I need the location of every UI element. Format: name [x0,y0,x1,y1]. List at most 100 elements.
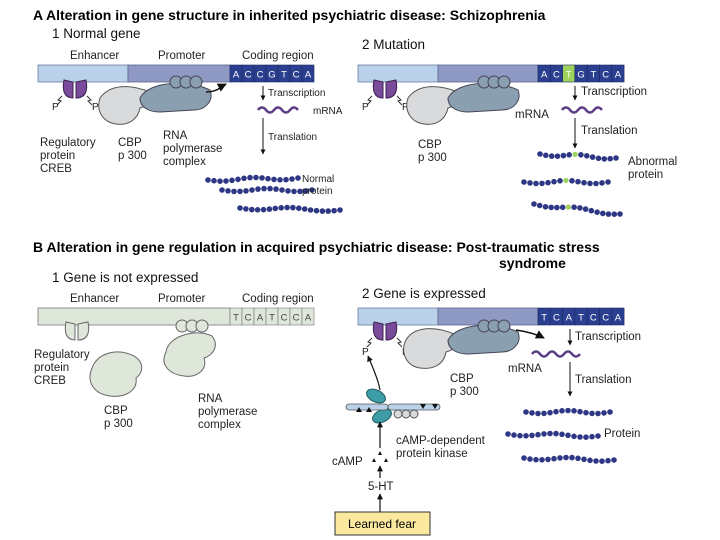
amino-acid-bead [583,409,589,416]
cbp-protein [406,86,461,125]
normal-protein-label-line2: protein [302,186,333,197]
amino-acid-bead [517,432,523,439]
mrna-label: mRNA [313,106,343,117]
amino-acid-bead [237,188,243,195]
base-letter: C [553,70,560,81]
translation-label: Translation [575,374,631,386]
cbp-protein [403,328,458,369]
amino-acid-bead [571,204,577,210]
amino-acid-bead [582,206,589,212]
base-letter: A [541,70,548,81]
amino-acid-bead [577,434,583,440]
rna-pol-label-line3: complex [163,156,206,168]
amino-acid-bead [255,186,261,192]
amino-acid-bead [601,410,607,416]
amino-acid-bead [527,180,533,186]
mutated-amino-acid [565,204,572,210]
amino-acid-bead [560,152,567,159]
creb-protein [64,321,90,341]
amino-acid-bead [611,457,617,463]
amino-acid-bead [295,175,301,181]
normal-protein-chains [205,174,343,214]
base-letter: C [602,313,609,324]
creb-label-line2: protein [40,150,75,162]
amino-acid-bead [535,431,541,438]
amino-acid-bead [542,204,549,210]
amino-acid-bead [272,205,279,212]
camp-molecules [372,451,388,462]
amino-acid-bead [253,174,259,181]
amino-acid-bead [545,456,551,463]
amino-acid-bead [297,188,303,195]
amino-acid-bead [584,153,590,159]
phosphate-label: P [362,102,369,113]
enhancer-segment [357,307,439,326]
base-letter: T [578,313,584,324]
mutated-amino-acid [563,177,569,184]
amino-acid-bead [563,454,569,461]
amino-acid-bead [541,410,547,417]
mutated-amino-acid [572,151,578,157]
learned-fear-box [334,511,431,536]
rna-pol-label-line1: RNA [163,130,188,142]
promoter-label: Promoter [158,293,205,305]
abnormal-protein-chains [521,151,623,217]
amino-acid-bead [548,204,554,211]
amino-acid-bead [541,431,547,437]
amino-acid-bead [267,185,273,192]
amino-acid-bead [505,431,511,437]
mrna-label: mRNA [508,363,542,375]
panel-b-title-line2: syndrome [499,255,566,271]
amino-acid-bead [565,432,571,439]
amino-acid-bead [537,151,543,157]
base-letter: A [257,313,264,324]
amino-acid-bead [225,188,231,194]
protein-chains [505,407,617,465]
amino-acid-bead [319,208,326,214]
amino-acid-bead [309,187,315,193]
phosphate-label: P [52,102,59,113]
base-letter: C [293,313,300,324]
creb-label-line3: CREB [34,375,66,387]
amino-acid-bead [607,155,613,162]
amino-acid-bead [605,179,611,185]
rna-pol-label-line3: complex [198,419,241,431]
amino-acid-bead [559,431,565,438]
creb-protein: P P [362,321,409,358]
cbp-label-line1: CBP [118,137,142,149]
amino-acid-bead [605,457,611,464]
amino-acid-bead [595,155,602,162]
amino-acid-bead [527,456,533,462]
not-expressed-panel: 1 Gene is not expressed Enhancer Promote… [34,270,315,431]
phosphate-label: P [402,102,409,113]
base-letter: A [305,313,312,324]
amino-acid-bead [607,409,613,415]
amino-acid-bead [565,407,571,414]
amino-acid-bead [235,176,241,183]
amino-acid-bead [577,205,583,211]
mutated-base-letter: T [566,70,572,81]
coding-region-label: Coding region [242,50,314,62]
rna-polymerase-complex [163,319,216,377]
amino-acid-bead [285,188,291,194]
amino-acid-bead [553,408,559,415]
amino-acid-bead [581,179,587,186]
amino-acid-bead [553,430,559,437]
amino-acid-bead [511,432,517,438]
amino-acid-bead [291,188,297,195]
amino-acid-bead [551,455,557,462]
cbp-protein [98,86,153,125]
amino-acid-bead [577,408,583,415]
amino-acid-bead [325,208,332,214]
amino-acid-bead [559,204,566,211]
base-box [301,64,315,83]
amino-acid-bead [231,188,237,195]
ht-label: 5-HT [368,481,394,493]
base-letter: C [590,313,597,324]
amino-acid-bead [599,458,605,465]
creb-protein: P P [362,79,409,113]
cbp-label-line1: CBP [450,373,474,385]
amino-acid-bead [554,153,561,159]
